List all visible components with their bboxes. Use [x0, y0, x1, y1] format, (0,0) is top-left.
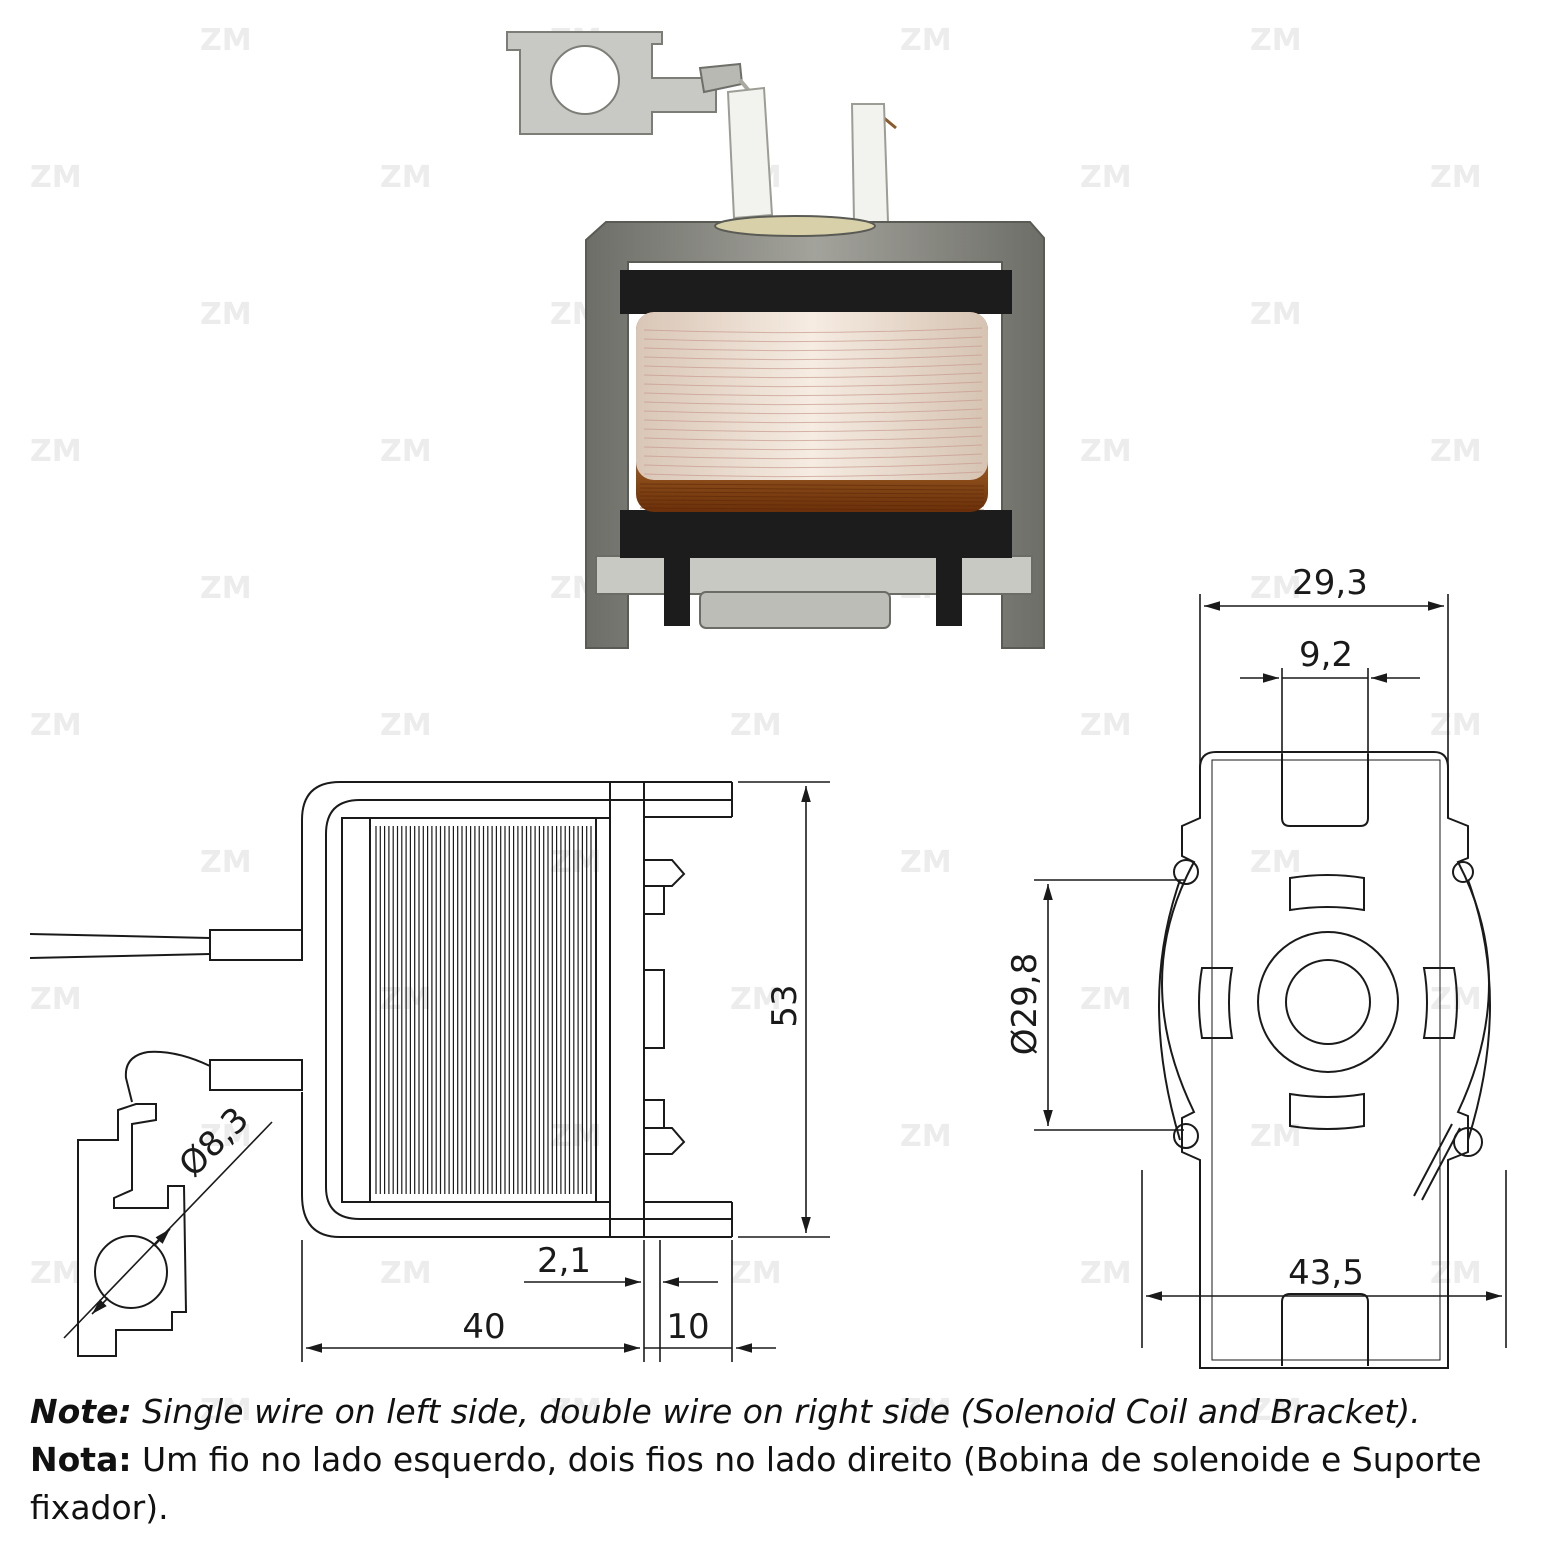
watermark-mark: ZM	[30, 434, 82, 469]
tape-texture-line	[643, 417, 983, 424]
tape-texture-line	[643, 354, 983, 361]
watermark-mark: ZM	[730, 708, 782, 743]
bobbin-leg-left	[664, 556, 690, 626]
copper-wire-line	[639, 503, 985, 507]
watermark-mark: ZM	[380, 1256, 432, 1291]
watermark-mark: ZM	[730, 982, 782, 1017]
watermark-mark: ZM	[550, 1393, 602, 1428]
dim-width-total: 29,3	[1292, 563, 1368, 603]
tape-texture-line	[643, 363, 983, 370]
bobbin-top-flange	[620, 270, 1012, 314]
tape-texture-line	[643, 381, 983, 388]
coil-winding	[636, 312, 988, 512]
notes-block: Note: Single wire on left side, double w…	[30, 1388, 1530, 1532]
dim-width-base: 43,5	[1288, 1253, 1364, 1293]
dimension-labels: 29,3 9,2 Ø29,8 43,5 53 40 10 2,1 Ø8,3	[171, 563, 1367, 1347]
bobbin-bottom-flange	[620, 510, 1012, 558]
front-view	[1158, 751, 1491, 1369]
watermark-mark: ZM	[1430, 1256, 1482, 1291]
dim-length: 40	[462, 1307, 505, 1347]
tape-texture-line	[643, 327, 983, 334]
watermark-mark: ZM	[1080, 160, 1132, 195]
copper-wire-line	[639, 499, 985, 503]
side-view	[29, 781, 733, 1357]
watermark-mark: ZM	[200, 297, 252, 332]
watermark-mark: ZM	[1250, 297, 1302, 332]
copper-wire-line	[639, 495, 985, 499]
watermark-mark: ZM	[1430, 708, 1482, 743]
product-photo	[506, 31, 1045, 649]
watermark-mark: ZM	[200, 1119, 252, 1154]
watermark-mark: ZM	[1250, 845, 1302, 880]
watermark-mark: ZM	[730, 1256, 782, 1291]
watermark-mark: ZM	[30, 982, 82, 1017]
watermark-mark: ZM	[900, 1119, 952, 1154]
tape-texture-line	[643, 453, 983, 460]
watermark-mark: ZM	[550, 845, 602, 880]
watermark-mark: ZM	[1250, 1393, 1302, 1428]
watermark-mark: ZM	[380, 708, 432, 743]
watermark-mark: ZM	[1250, 571, 1302, 606]
copper-wire-line	[639, 483, 985, 487]
tape-texture-line	[643, 336, 983, 343]
watermark-mark: ZM	[1080, 1256, 1132, 1291]
note-portuguese-text: Um fio no lado esquerdo, dois fios no la…	[30, 1440, 1482, 1527]
copper-wire-line	[639, 487, 985, 491]
watermark-mark: ZM	[1430, 434, 1482, 469]
dim-terminal-length: 10	[666, 1307, 709, 1347]
watermark-mark: ZM	[30, 708, 82, 743]
tape-texture-line	[643, 390, 983, 397]
watermark-mark: ZM	[200, 23, 252, 58]
tape-texture-line	[643, 399, 983, 406]
watermark-mark: ZM	[1250, 1119, 1302, 1154]
watermark-mark: ZM	[900, 845, 952, 880]
tape-texture-line	[643, 408, 983, 415]
tape-texture-line	[643, 462, 983, 469]
copper-wire-line	[639, 507, 985, 511]
tape-texture-line	[643, 435, 983, 442]
watermark-mark: ZM	[900, 23, 952, 58]
note-portuguese: Nota: Um fio no lado esquerdo, dois fios…	[30, 1436, 1530, 1532]
watermark-mark: ZM	[30, 1256, 82, 1291]
watermark-mark: ZM	[200, 845, 252, 880]
tape-texture-line	[643, 444, 983, 451]
watermark-mark: ZM	[1080, 982, 1132, 1017]
watermark-mark: ZM	[1430, 160, 1482, 195]
copper-wire-line	[639, 491, 985, 495]
watermark-mark: ZM	[1080, 708, 1132, 743]
watermark-mark: ZM	[900, 1393, 952, 1428]
watermark-mark: ZM	[200, 1393, 252, 1428]
tape-texture-line	[643, 372, 983, 379]
watermark-mark: ZM	[1080, 434, 1132, 469]
watermark-mark: ZM	[380, 434, 432, 469]
watermark-mark: ZM	[550, 1119, 602, 1154]
dimensions	[63, 594, 1507, 1362]
tape-texture-line	[643, 426, 983, 433]
watermark-mark: ZM	[1250, 23, 1302, 58]
note-portuguese-label: Nota:	[30, 1440, 132, 1479]
dim-slot-width: 9,2	[1299, 635, 1353, 675]
watermark-pattern: ZM ZM ZM ZM ZM ZM ZM ZM ZM ZM ZM ZM ZM ZM ZM ZM ZM ZM ZM ZM…	[30, 23, 1482, 1428]
watermark-mark: ZM	[200, 571, 252, 606]
dim-diameter-inner: Ø29,8	[1005, 953, 1045, 1055]
tape-texture-line	[643, 345, 983, 352]
dim-flange-thickness: 2,1	[537, 1241, 591, 1281]
bobbin-leg-right	[936, 556, 962, 626]
terminal-plate	[506, 31, 744, 135]
note-english-label: Note:	[30, 1392, 132, 1431]
watermark-mark: ZM	[30, 160, 82, 195]
lead-wires	[726, 78, 897, 223]
note-english: Note: Single wire on left side, double w…	[30, 1388, 1530, 1436]
note-english-text: Single wire on left side, double wire on…	[131, 1392, 1421, 1431]
dim-height: 53	[765, 984, 805, 1027]
watermark-mark: ZM	[380, 160, 432, 195]
tape-texture-line	[643, 471, 983, 478]
